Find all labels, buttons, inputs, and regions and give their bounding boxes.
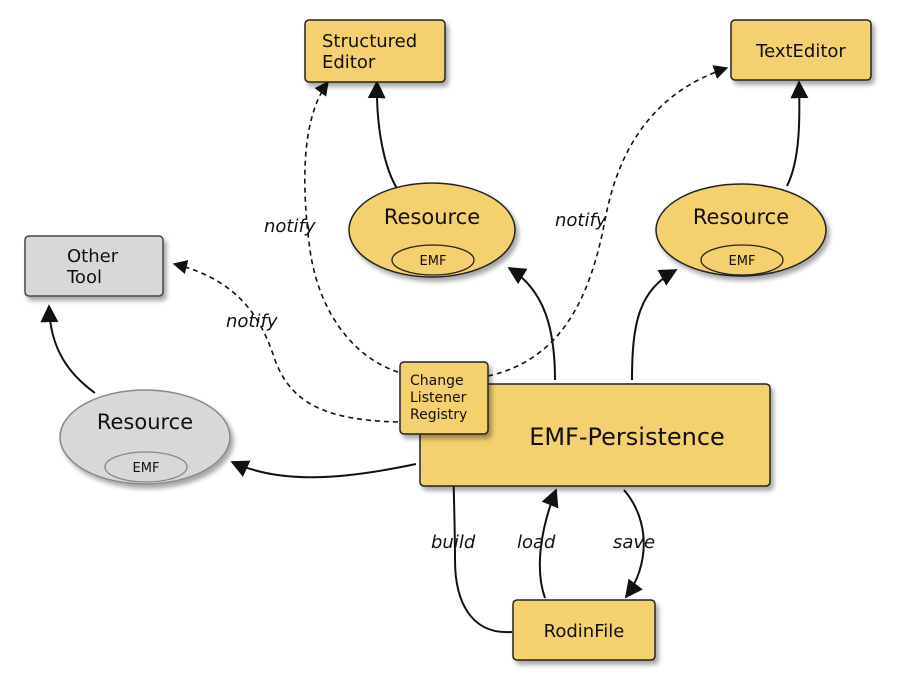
edge-resource-left-to-other-tool — [40, 304, 96, 394]
other-tool-line2: Tool — [66, 267, 102, 288]
resource-right-label: Resource — [693, 205, 789, 229]
edge-notify-texteditor — [487, 65, 729, 377]
save-label: save — [613, 532, 655, 553]
resource-mid-emf: EMF — [420, 254, 447, 269]
registry-line1: Change — [410, 373, 464, 389]
registry-line3: Registry — [410, 407, 467, 423]
notify-label-other: notify — [226, 311, 278, 332]
edge-emf-to-resource-mid — [507, 267, 556, 381]
edge-resource-mid-to-structured-editor — [367, 80, 399, 191]
load-label: load — [517, 532, 556, 553]
resource-left-node[interactable]: Resource EMF — [59, 389, 231, 485]
resource-right-node[interactable]: Resource EMF — [655, 183, 827, 277]
other-tool-line1: Other — [67, 246, 119, 267]
resource-left-label: Resource — [97, 410, 193, 434]
structured-editor-line2: Editor — [322, 52, 376, 73]
other-tool-node[interactable]: Other Tool — [24, 235, 164, 297]
texteditor-node[interactable]: TextEditor — [730, 19, 872, 81]
change-listener-registry-node[interactable]: Change Listener Registry — [399, 361, 489, 435]
edge-save — [623, 489, 645, 599]
edge-resource-right-to-texteditor — [786, 80, 809, 187]
edge-notify-other-tool — [172, 260, 399, 423]
structured-editor-node[interactable]: Structured Editor — [304, 19, 446, 83]
resource-left-emf: EMF — [133, 461, 160, 476]
resource-mid-label: Resource — [384, 205, 480, 229]
notify-label-text: notify — [555, 210, 607, 231]
resource-right-emf: EMF — [729, 254, 756, 269]
edge-load — [538, 488, 559, 599]
registry-line2: Listener — [410, 390, 467, 406]
build-label: build — [431, 532, 476, 553]
rodinfile-label: RodinFile — [544, 621, 625, 642]
edge-emf-to-resource-left — [230, 460, 417, 479]
resource-mid-node[interactable]: Resource EMF — [348, 182, 516, 278]
rodinfile-node[interactable]: RodinFile — [512, 599, 656, 661]
structured-editor-line1: Structured — [322, 31, 417, 52]
emf-persistence-label: EMF-Persistence — [529, 423, 725, 451]
texteditor-label: TextEditor — [755, 41, 846, 62]
emf-persistence-node[interactable]: EMF-Persistence — [419, 383, 771, 487]
edge-emf-to-resource-right — [631, 269, 678, 381]
notify-label-structured: notify — [264, 216, 316, 237]
